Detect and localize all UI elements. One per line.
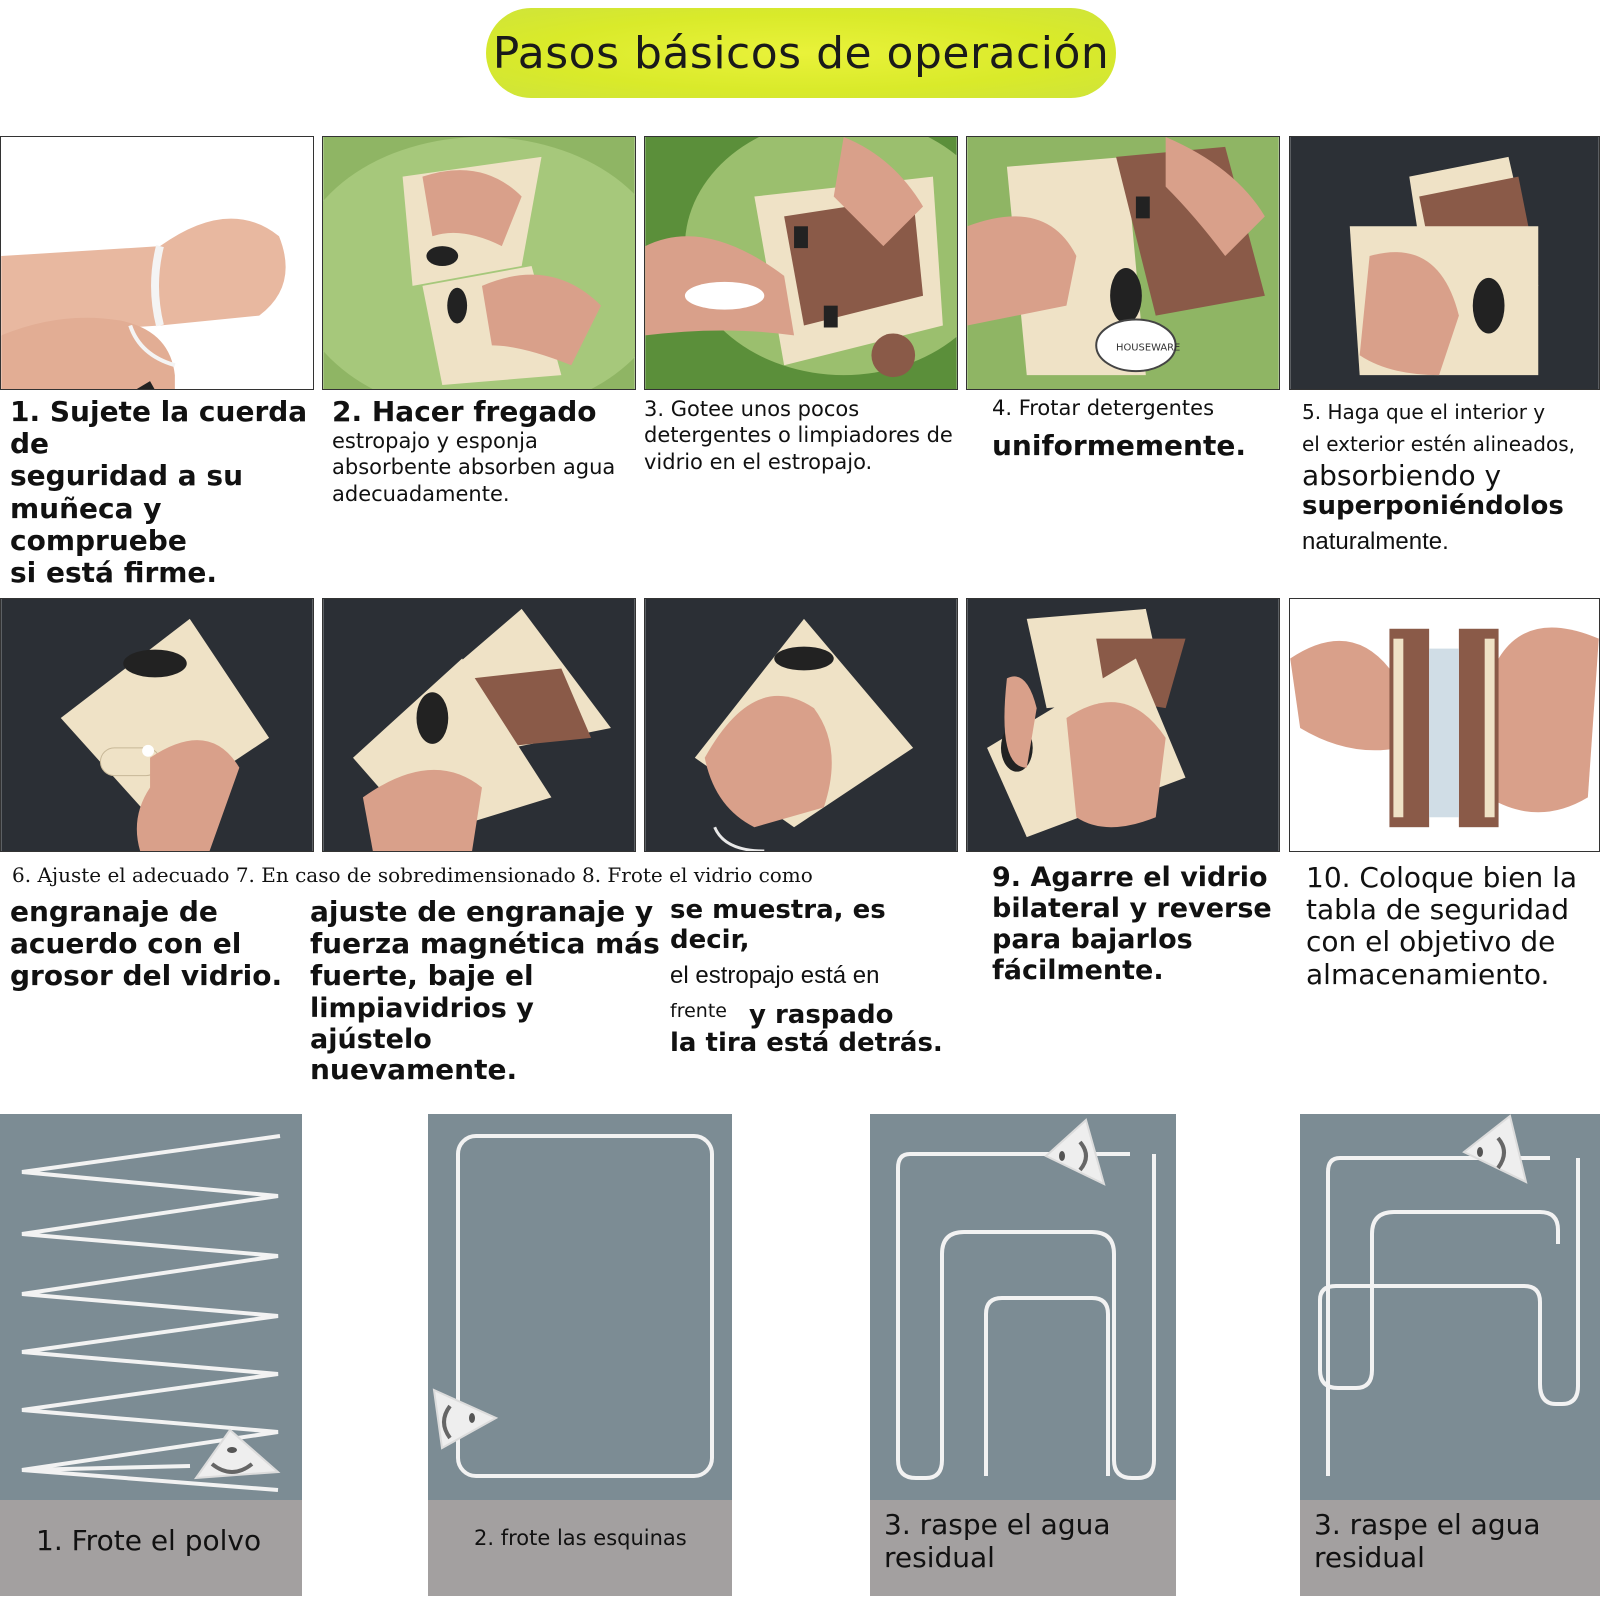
panel-rub-corners: 2. frote las esquinas xyxy=(428,1114,732,1596)
safety-board-illustration xyxy=(1290,599,1599,851)
frame-path-diagram xyxy=(432,1134,714,1478)
caption-line: si está firme. xyxy=(10,555,218,589)
caption-line: acuerdo con el xyxy=(10,927,242,961)
caption-line: grosor del vidrio. xyxy=(10,959,283,993)
caption-line: nuevamente. xyxy=(310,1052,518,1086)
caption-step-6: engranaje de acuerdo con el grosor del v… xyxy=(10,895,310,993)
caption-line: ajuste de engranaje y xyxy=(310,895,654,928)
photo-step-1 xyxy=(0,136,314,390)
caption-line: fuerza magnética más xyxy=(310,927,660,961)
caption-line: absorbente absorben agua xyxy=(332,455,616,480)
panel-label-text: 1. Frote el polvo xyxy=(36,1524,262,1557)
zigzag-path-diagram xyxy=(21,1134,281,1492)
page-title: Pasos básicos de operación xyxy=(492,27,1110,79)
caption-line: muñeca y compruebe xyxy=(10,491,187,557)
caption-line: limpiavidrios y ajústelo xyxy=(310,992,534,1055)
caption-line: uniformemente. xyxy=(992,429,1246,463)
caption-heading: 2. Hacer fregado xyxy=(332,395,597,428)
caption-word: frente xyxy=(670,1000,727,1023)
caption-line: 6. Ajuste el adecuado 7. En caso de sobr… xyxy=(12,863,813,887)
wrist-strap-illustration xyxy=(1,137,313,389)
caption-line: 5. Haga que el interior y xyxy=(1302,400,1546,424)
cleaner-icon xyxy=(1044,1118,1106,1186)
photo-step-7 xyxy=(322,598,636,852)
caption-line: 3. Gotee unos pocos xyxy=(644,397,860,421)
panel-scrape-water-1: 3. raspe el agua residual xyxy=(870,1114,1176,1596)
panel-label: 3. raspe el agua residual xyxy=(1300,1500,1600,1596)
caption-line: absorbiendo y xyxy=(1302,459,1502,492)
caption-word: y raspado xyxy=(748,1000,894,1031)
detergent-drop-illustration xyxy=(645,137,957,389)
panel-label: 2. frote las esquinas xyxy=(428,1500,732,1596)
photo-step-4: HOUSEWARE xyxy=(966,136,1280,390)
caption-line: 9. Agarre el vidrio xyxy=(992,862,1268,893)
caption-line: el exterior estén alineados, xyxy=(1302,432,1575,456)
adjust-gear-illustration xyxy=(1,599,313,851)
panel-label-text: residual xyxy=(1314,1541,1425,1575)
caption-line: almacenamiento. xyxy=(1306,957,1550,991)
caption-step-9: 9. Agarre el vidrio bilateral y reverse … xyxy=(992,862,1282,986)
caption-line: seguridad a su xyxy=(10,459,244,493)
caption-line: vidrio en el estropajo. xyxy=(644,449,873,474)
caption-line: adecuadamente. xyxy=(332,481,510,506)
panel-label-text: 2. frote las esquinas xyxy=(474,1526,687,1550)
caption-line: 1. Sujete la cuerda de xyxy=(10,395,308,461)
photo-step-9 xyxy=(966,598,1280,852)
caption-row2-top: 6. Ajuste el adecuado 7. En caso de sobr… xyxy=(12,864,952,887)
photo-step-5 xyxy=(1289,136,1600,390)
basin-scrubbing-illustration xyxy=(323,137,635,389)
photo-step-8 xyxy=(644,598,958,852)
photo-step-10 xyxy=(1289,598,1600,852)
caption-step-7: ajuste de engranaje y fuerza magnética m… xyxy=(310,895,660,1086)
caption-line: con el objetivo de xyxy=(1306,925,1556,959)
caption-line: engranaje de xyxy=(10,895,218,928)
caption-step-8: se muestra, es decir, el estropajo está … xyxy=(670,895,970,1059)
caption-line: naturalmente. xyxy=(1302,528,1449,556)
rub-detergent-illustration: HOUSEWARE xyxy=(967,137,1279,389)
caption-line: se muestra, es decir, xyxy=(670,895,886,955)
caption-step-5: 5. Haga que el interior y el exterior es… xyxy=(1302,396,1598,556)
panel-rub-dust: 1. Frote el polvo xyxy=(0,1114,302,1596)
panel-label-text: residual xyxy=(884,1541,995,1575)
caption-line: fuerte, baje el xyxy=(310,959,534,993)
caption-line: superponiéndolos xyxy=(1302,491,1564,522)
caption-line: bilateral y reverse xyxy=(992,893,1272,925)
caption-line: la tira está detrás. xyxy=(670,1028,943,1059)
align-halves-illustration xyxy=(1290,137,1599,389)
caption-step-3: 3. Gotee unos pocos detergentes o limpia… xyxy=(644,396,960,475)
caption-line: el estropajo está en xyxy=(670,961,880,989)
cleaner-icon xyxy=(193,1428,281,1480)
caption-line: 10. Coloque bien la xyxy=(1306,861,1578,894)
grab-bilateral-illustration xyxy=(967,599,1279,851)
s-path-diagram xyxy=(1318,1114,1580,1476)
caption-line: tabla de seguridad xyxy=(1306,893,1569,927)
caption-line-group: frente y raspado xyxy=(670,993,970,1030)
photo-step-3 xyxy=(644,136,958,390)
s-path-diagram xyxy=(896,1118,1156,1480)
title-banner: Pasos básicos de operación xyxy=(486,8,1116,98)
photo-step-2 xyxy=(322,136,636,390)
panel-label: 1. Frote el polvo xyxy=(0,1500,302,1596)
caption-step-2: 2. Hacer fregado estropajo y esponja abs… xyxy=(332,395,638,507)
caption-line: detergentes o limpiadores de xyxy=(644,423,953,448)
panel-scrape-water-2: 3. raspe el agua residual xyxy=(1300,1114,1600,1596)
panel-label: 3. raspe el agua residual xyxy=(870,1500,1176,1596)
caption-step-4: 4. Frotar detergentes uniformemente. xyxy=(992,396,1282,462)
rub-glass-illustration xyxy=(645,599,957,851)
panel-label-text: 3. raspe el agua xyxy=(1314,1508,1541,1541)
brand-text: HOUSEWARE xyxy=(1116,342,1180,353)
caption-line: estropajo y esponja xyxy=(332,429,538,454)
cleaner-icon xyxy=(432,1388,499,1450)
panel-label-text: 3. raspe el agua xyxy=(884,1508,1111,1541)
lower-cleaner-illustration xyxy=(323,599,635,851)
caption-line: 4. Frotar detergentes xyxy=(992,396,1215,420)
caption-line: para bajarlos xyxy=(992,924,1193,956)
photo-step-6 xyxy=(0,598,314,852)
caption-step-10: 10. Coloque bien la tabla de seguridad c… xyxy=(1306,861,1598,991)
cleaner-icon xyxy=(1462,1114,1528,1184)
caption-line: fácilmente. xyxy=(992,955,1164,987)
caption-step-1: 1. Sujete la cuerda de seguridad a su mu… xyxy=(10,395,328,589)
